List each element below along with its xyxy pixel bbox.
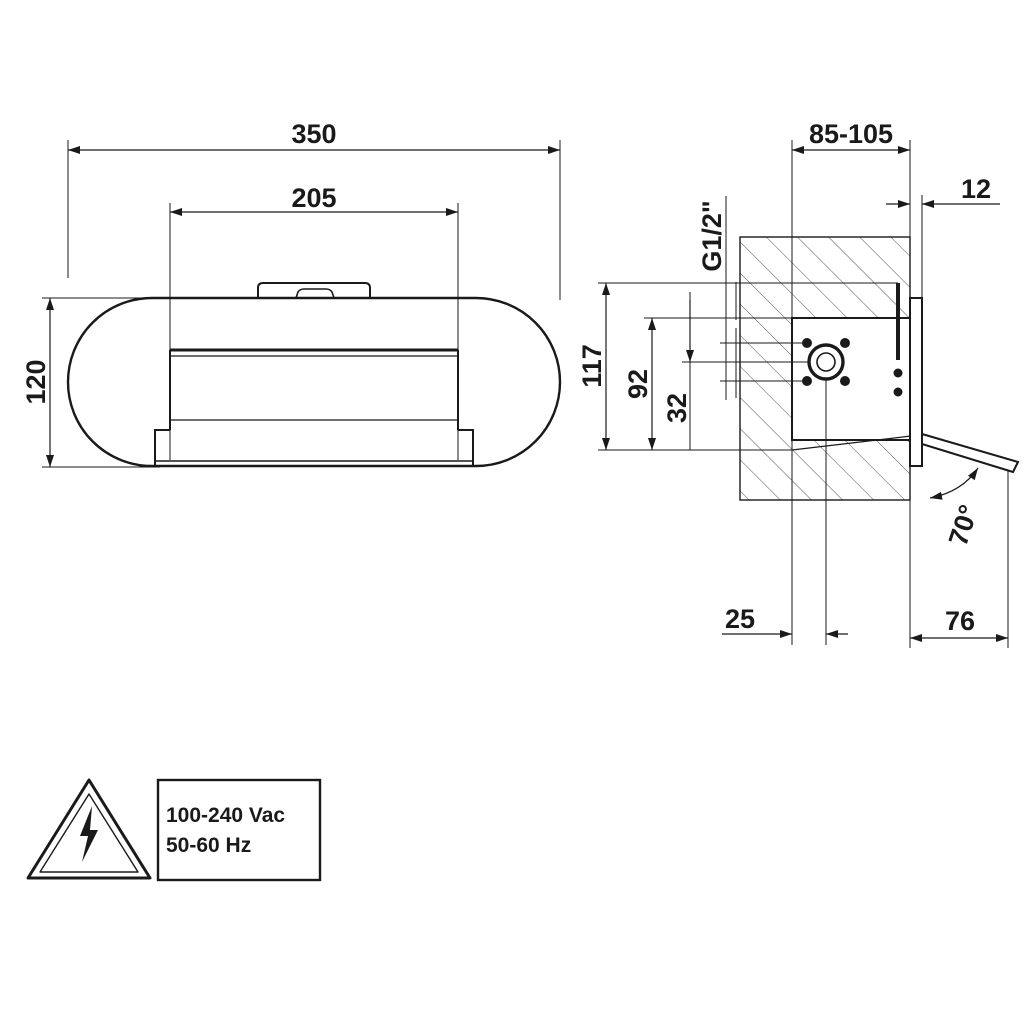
- dimension-32-label: 32: [662, 393, 692, 423]
- cover-plate: [909, 297, 923, 467]
- electrical-spec: 100-240 Vac 50-60 Hz: [26, 778, 322, 882]
- dimension-205: 205: [169, 183, 459, 460]
- dispenser-body: [66, 296, 562, 468]
- dimension-205-label: 205: [291, 183, 336, 213]
- dimension-12-label: 12: [961, 174, 991, 204]
- thread-label: G1/2": [697, 200, 727, 271]
- frequency-label: 50-60 Hz: [166, 834, 251, 857]
- angle-70: 70°: [929, 467, 984, 549]
- side-view: 85-105 12 G1/2" 117 92: [577, 119, 1020, 648]
- mounting-hole: [893, 368, 903, 378]
- dimension-12: 12: [886, 174, 1000, 298]
- dimension-85-105: 85-105: [791, 119, 911, 645]
- dimension-76-label: 76: [945, 606, 975, 636]
- dimension-117: 117: [577, 282, 898, 451]
- inner-tray: [154, 348, 474, 466]
- top-tab: [257, 282, 371, 298]
- dimension-117-label: 117: [577, 344, 607, 388]
- spout: [921, 432, 1020, 474]
- dimension-120: 120: [21, 297, 180, 468]
- dimension-92: 92: [623, 317, 792, 450]
- front-view: 350 205 120: [21, 119, 562, 468]
- mounting-hole: [893, 387, 903, 397]
- angle-70-label: 70°: [943, 501, 984, 549]
- dimension-92-label: 92: [623, 369, 653, 399]
- dimension-32: 32: [662, 292, 809, 450]
- dimension-120-label: 120: [21, 359, 51, 404]
- thread-label-group: G1/2": [697, 196, 727, 400]
- dimension-350: 350: [67, 119, 561, 300]
- dimension-25: 25: [722, 380, 848, 645]
- high-voltage-warning-icon: [26, 778, 152, 880]
- spec-box: [156, 778, 322, 882]
- dimension-25-label: 25: [725, 604, 755, 634]
- dimension-350-label: 350: [291, 119, 336, 149]
- voltage-label: 100-240 Vac: [166, 804, 285, 827]
- dimension-85-105-label: 85-105: [809, 119, 893, 149]
- dimension-76: 76: [909, 470, 1009, 648]
